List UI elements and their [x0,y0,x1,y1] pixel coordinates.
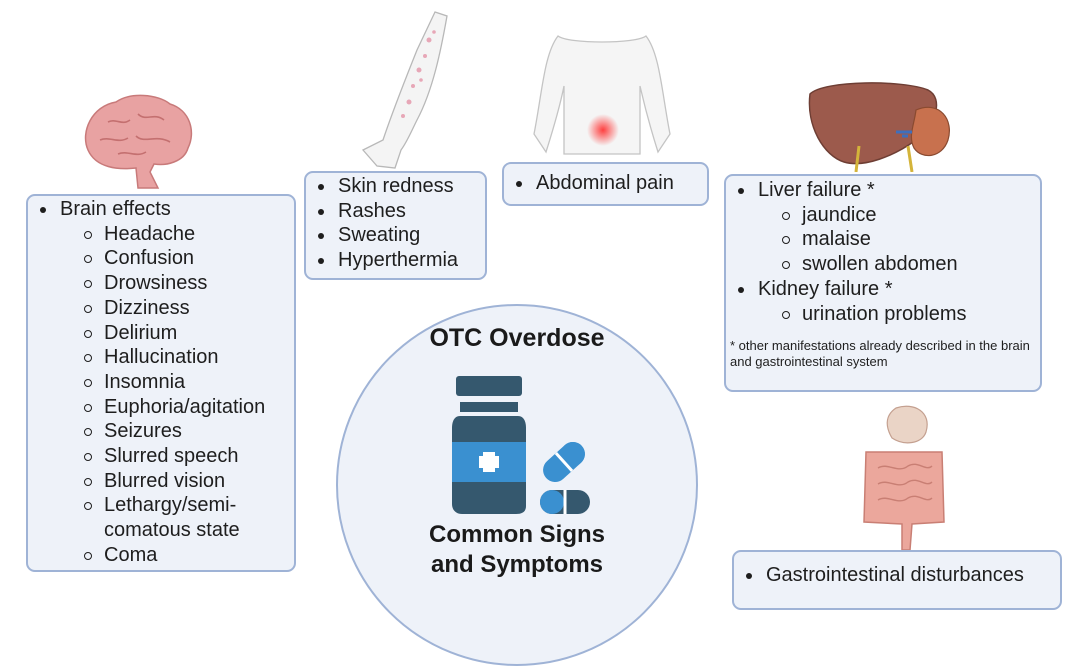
footnote: * other manifestations already described… [730,338,1030,370]
brain-subitem: Delirium [60,321,294,346]
skin-symptoms-box: Skin redness Rashes Sweating Hyperthermi… [304,171,487,280]
liver-subitem: swollen abdomen [758,252,1040,277]
brain-subitem: Seizures [60,419,294,444]
liver-failure-label: Liver failure * [758,179,875,201]
skin-item: Sweating [306,223,485,248]
brain-effects-box: Brain effects Headache Confusion Drowsin… [26,194,296,572]
center-title: OTC Overdose [429,324,605,352]
intestine-icon [863,405,945,551]
gi-symptoms-box: Gastrointestinal disturbances [732,550,1062,610]
brain-subitem: Euphoria/agitation [60,395,294,420]
arm-icon [361,11,448,169]
kidney-failure-item: Kidney failure * urination problems [726,277,1040,326]
gi-item: Gastrointestinal disturbances [734,563,1060,588]
skin-item: Rashes [306,199,485,224]
skin-item: Skin redness [306,174,485,199]
pill-bottle-icon [452,376,526,514]
center-subtitle-line1: Common Signs [428,521,605,548]
liver-failure-item: Liver failure * jaundice malaise swollen… [726,178,1040,277]
torso-icon [533,35,671,155]
brain-subitem: Coma [60,543,294,568]
brain-subitem: Hallucination [60,345,294,370]
center-subtitle-line2: and Symptoms [430,551,604,578]
brain-icon [84,94,193,189]
brain-subitem: Headache [60,222,294,247]
abdomen-item: Abdominal pain [504,171,707,196]
skin-item: Hyperthermia [306,248,485,273]
capsule-icon [540,441,590,514]
kidney-failure-label: Kidney failure * [758,277,893,300]
brain-subitem: Confusion [60,246,294,271]
liver-kidney-icon [808,82,950,172]
brain-subitem: Drowsiness [60,271,294,296]
liver-subitem: malaise [758,227,1040,252]
abdominal-symptoms-box: Abdominal pain [502,162,709,206]
brain-subitem: Insomnia [60,370,294,395]
brain-effects-item: Brain effects Headache Confusion Drowsin… [28,197,294,568]
center-subtitle: Common Signs and Symptoms [336,520,698,580]
brain-subitem: Slurred speech [60,444,294,469]
brain-subitem: Lethargy/semi-comatous state [60,493,274,542]
brain-subitem: Blurred vision [60,469,294,494]
organ-failure-box: Liver failure * jaundice malaise swollen… [724,174,1042,392]
kidney-subitem: urination problems [758,302,1040,327]
brain-effects-label: Brain effects [60,198,171,220]
liver-subitem: jaundice [758,203,1040,228]
brain-subitem: Dizziness [60,296,294,321]
